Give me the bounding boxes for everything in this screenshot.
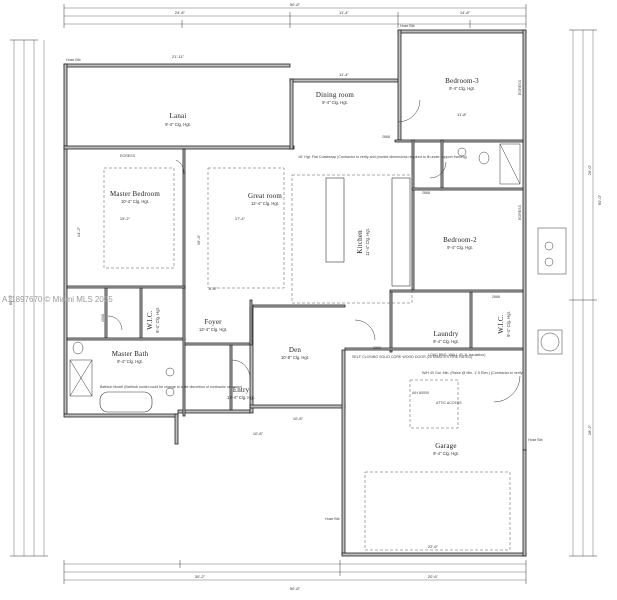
dim-master-width: 15'-2" [120,216,131,221]
note-load-brg-wall: LOAD BRG. WALL (R-11 Insulation) [428,353,485,357]
room-name-den: Den [289,346,302,354]
room-ceiling-foyer: 13'-4" Clg. Hgt. [199,327,227,332]
room-ceiling-wic2: 9'-4" Clg. Hgt. [506,311,511,337]
room-name-laundry: Laundry [433,330,458,338]
dimension-lines [10,4,597,584]
room-ceiling-bedroom3: 9'-4" Clg. Hgt. [449,86,475,91]
dim-great-height: 19'-4" [196,234,201,245]
room-name-kitchen: Kitchen [356,230,364,254]
dim-dining-width: 11'-4" [339,72,349,77]
dim-right-overall: 60'-0" [597,194,602,205]
room-name-lanai: Lanai [170,112,187,120]
dim-top-mid: 11'-4" [339,10,349,15]
note-hose-bib-1: Hose Bib [66,58,81,62]
note-ah-unit: A/H 80000 [412,391,429,395]
room-ceiling-master-bedroom: 10'-4" Clg. Hgt. [121,199,149,204]
room-name-foyer: Foyer [204,318,222,326]
note-door-2068: 2068 [101,314,105,322]
dim-den-width: 10'-8" [293,416,304,421]
room-name-master-bath: Master Bath [112,350,149,358]
dim-bottom-left: 30'-2" [195,574,206,579]
dim-lanai-width: 21'-11" [172,54,185,59]
ceiling-outlines [103,167,511,551]
note-water-heater: W/H 40 Gal. Min. (Raise @ Min. 1'-5 Elev… [422,371,524,375]
note-door-2868-b: 2868 [373,346,381,350]
note-hose-bib-4: Hose Bib [528,438,543,442]
room-name-wic2: W.I.C. [497,314,505,333]
dim-entry-width: 10'-8" [253,431,264,436]
room-ceiling-master-bath: 9'-4" Clg. Hgt. [117,359,143,364]
room-name-wic1: W.I.C. [146,310,154,329]
dim-foyer-width: 6'-8" [209,286,218,291]
room-ceiling-kitchen: 11'-4" Clg. Hgt. [365,228,370,256]
note-door-2868-c: 2868 [422,191,430,195]
dim-bottom-overall: 50'-8" [290,586,301,591]
room-name-great-room: Great room [248,192,282,200]
room-ceiling-great-room: 12'-4" Clg. Hgt. [251,201,279,206]
note-egress-3: EGRESS [518,204,522,220]
note-egress-2: EGRESS [518,79,522,95]
note-bathtub: Bathtub Model (Bathtub model could be ch… [100,385,242,389]
dim-garage-width: 22'-6" [428,544,439,549]
room-ceiling-laundry: 9'-4" Clg. Hgt. [433,339,459,344]
room-name-dining: Dining room [316,91,355,99]
dim-bottom-right: 20'-6" [428,574,439,579]
room-ceiling-lanai: 9'-4" Clg. Hgt. [165,122,191,127]
room-name-garage: Garage [435,442,456,450]
note-hose-bib-3: Hose Bib [325,517,340,521]
note-hose-bib-2: Hose Bib [400,24,415,28]
dim-right-mid: 26'-0" [587,164,592,175]
note-soffit: 16" Hgt. Flat Coastwrap (Contractor to v… [298,155,467,159]
dim-top-right: 14'-8" [460,10,471,15]
dim-top-left: 24'-8" [175,10,186,15]
exterior-walls [63,29,527,557]
dim-left-overall: 60'-0" [8,294,13,305]
note-attic-access: ATTIC ACCESS [436,401,462,405]
dim-top-overall: 50'-8" [290,2,301,7]
watermark: A11897670 © Miami MLS 2025 [2,295,113,304]
room-ceiling-den: 10'-8" Clg. Hgt. [281,355,309,360]
room-ceiling-entry: 13'-4" Clg. Hgt. [227,395,255,400]
note-fire-door: SELF CLOSING SOLID CORE WOOD DOOR (20 MI… [352,355,472,359]
dim-right-lower: 28'-2" [587,424,592,435]
note-door-2868-a: 2868 [382,135,390,139]
dim-great-width: 17'-4" [235,216,246,221]
note-egress-1: EGRESS [120,154,136,158]
note-door-2668: 2668 [492,295,500,299]
interior-walls [66,139,524,417]
room-ceiling-bedroom2: 9'-4" Clg. Hgt. [447,245,473,250]
dim-master-height: 14'-2" [76,226,81,237]
room-name-bedroom2: Bedroom-2 [443,236,477,244]
room-ceiling-dining: 9'-4" Clg. Hgt. [322,100,348,105]
room-name-bedroom3: Bedroom-3 [445,77,479,85]
room-ceiling-garage: 9'-4" Clg. Hgt. [433,451,459,456]
room-name-entry: Entry [233,386,250,394]
room-ceiling-wic1: 9'-4" Clg. Hgt. [155,307,160,333]
room-name-master-bedroom: Master Bedroom [110,190,160,198]
dim-bedroom3-width: 11'-8" [457,112,467,117]
fixtures [69,99,567,413]
